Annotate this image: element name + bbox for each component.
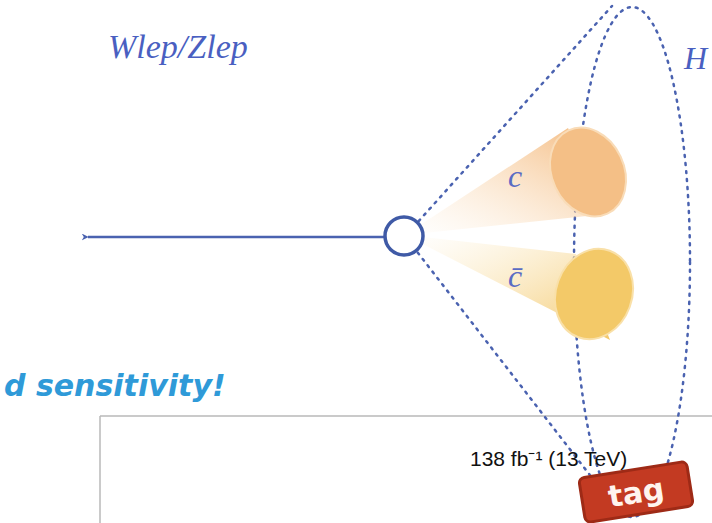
boson-arrow	[88, 236, 384, 239]
anticharm-jet: c̄	[400, 232, 645, 352]
higgs-cone-text: H	[684, 40, 707, 77]
anticharm-jet-text: c̄	[508, 258, 522, 295]
anticharm-jet-outline	[400, 232, 645, 352]
frame-line	[100, 415, 712, 417]
charm-jet-text: c	[508, 158, 522, 195]
frame-line	[99, 416, 101, 523]
charm-jet: c	[400, 118, 640, 240]
higgs-cone: Hc c̄	[390, 0, 712, 523]
slogan-text: d sensitivity!	[4, 368, 226, 403]
tag-stamp-text: tag	[606, 470, 667, 513]
luminosity-label: 138 fb⁻¹ (13 TeV)	[470, 444, 627, 472]
interaction-vertex	[385, 217, 423, 255]
boson-label: Wlep/Zlep	[108, 28, 248, 66]
